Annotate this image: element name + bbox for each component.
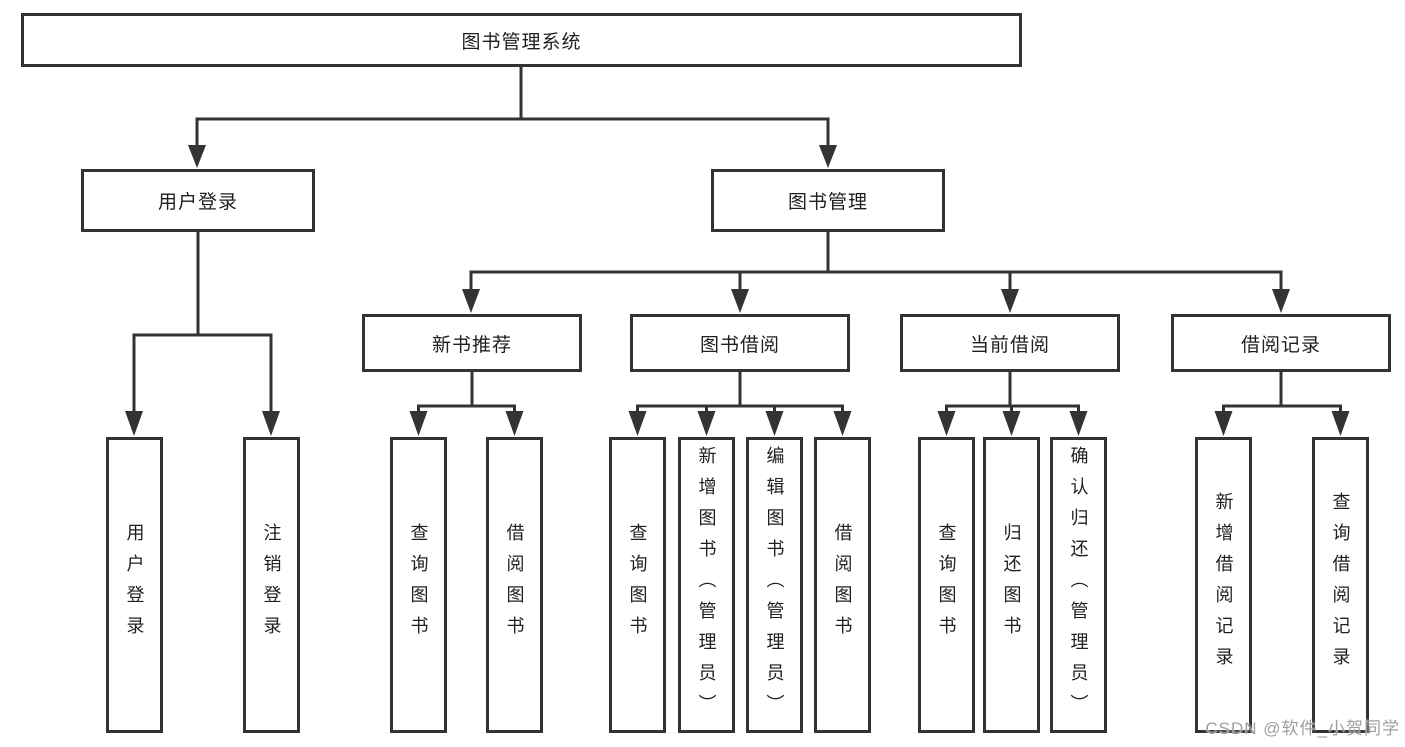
leaf-label: 查询图书 (408, 523, 429, 647)
arrowhead-icon (628, 411, 647, 436)
arrowhead-icon (765, 411, 784, 436)
arrowhead-icon (188, 145, 206, 168)
node-user-login: 用户登录 (81, 169, 315, 232)
arrowhead-icon (1001, 289, 1019, 313)
arrowhead-icon (409, 411, 428, 436)
leaf-query-books: 查询图书 (918, 437, 975, 733)
leaf-label: 注销登录 (261, 523, 282, 647)
leaf-edit-book-admin: 编辑图书（管理员） (746, 437, 803, 733)
arrowhead-icon (1002, 411, 1021, 436)
arrowhead-icon (1331, 411, 1350, 436)
arrowhead-icon (1214, 411, 1233, 436)
leaf-label: 确认归还（管理员） (1068, 445, 1089, 725)
leaf-label: 归还图书 (1001, 523, 1022, 647)
arrowhead-icon (1272, 289, 1290, 313)
arrowhead-icon (462, 289, 480, 313)
arrowhead-icon (1069, 411, 1088, 436)
leaf-return-books: 归还图书 (983, 437, 1040, 733)
arrowhead-icon (937, 411, 956, 436)
node-new-book-recommend: 新书推荐 (362, 314, 582, 372)
leaf-add-book-admin: 新增图书（管理员） (678, 437, 735, 733)
leaf-query-borrow-record: 查询借阅记录 (1312, 437, 1369, 733)
leaf-label: 用户登录 (124, 523, 145, 647)
leaf-confirm-return-admin: 确认归还（管理员） (1050, 437, 1107, 733)
node-book-borrow: 图书借阅 (630, 314, 850, 372)
leaf-borrow-books: 借阅图书 (814, 437, 871, 733)
leaf-logout: 注销登录 (243, 437, 300, 733)
node-borrow-records: 借阅记录 (1171, 314, 1391, 372)
leaf-query-books: 查询图书 (390, 437, 447, 733)
node-root: 图书管理系统 (21, 13, 1022, 67)
leaf-label: 查询图书 (936, 523, 957, 647)
arrowhead-icon (505, 411, 524, 436)
leaf-label: 借阅图书 (504, 523, 525, 647)
leaf-label: 新增借阅记录 (1213, 492, 1234, 678)
leaf-label: 查询图书 (627, 523, 648, 647)
node-book-management: 图书管理 (711, 169, 945, 232)
watermark: CSDN @软件_小贺同学 (1205, 719, 1400, 738)
leaf-label: 新增图书（管理员） (696, 445, 717, 725)
arrowhead-icon (833, 411, 852, 436)
leaf-borrow-books: 借阅图书 (486, 437, 543, 733)
leaf-user-login: 用户登录 (106, 437, 163, 733)
arrowhead-icon (697, 411, 716, 436)
leaf-label: 查询借阅记录 (1330, 492, 1351, 678)
leaf-label: 借阅图书 (832, 523, 853, 647)
leaf-query-books: 查询图书 (609, 437, 666, 733)
leaf-label: 编辑图书（管理员） (764, 445, 785, 725)
node-current-borrow: 当前借阅 (900, 314, 1120, 372)
arrowhead-icon (125, 411, 143, 436)
arrowhead-icon (262, 411, 280, 436)
arrowhead-icon (731, 289, 749, 313)
arrowhead-icon (819, 145, 837, 168)
leaf-add-borrow-record: 新增借阅记录 (1195, 437, 1252, 733)
